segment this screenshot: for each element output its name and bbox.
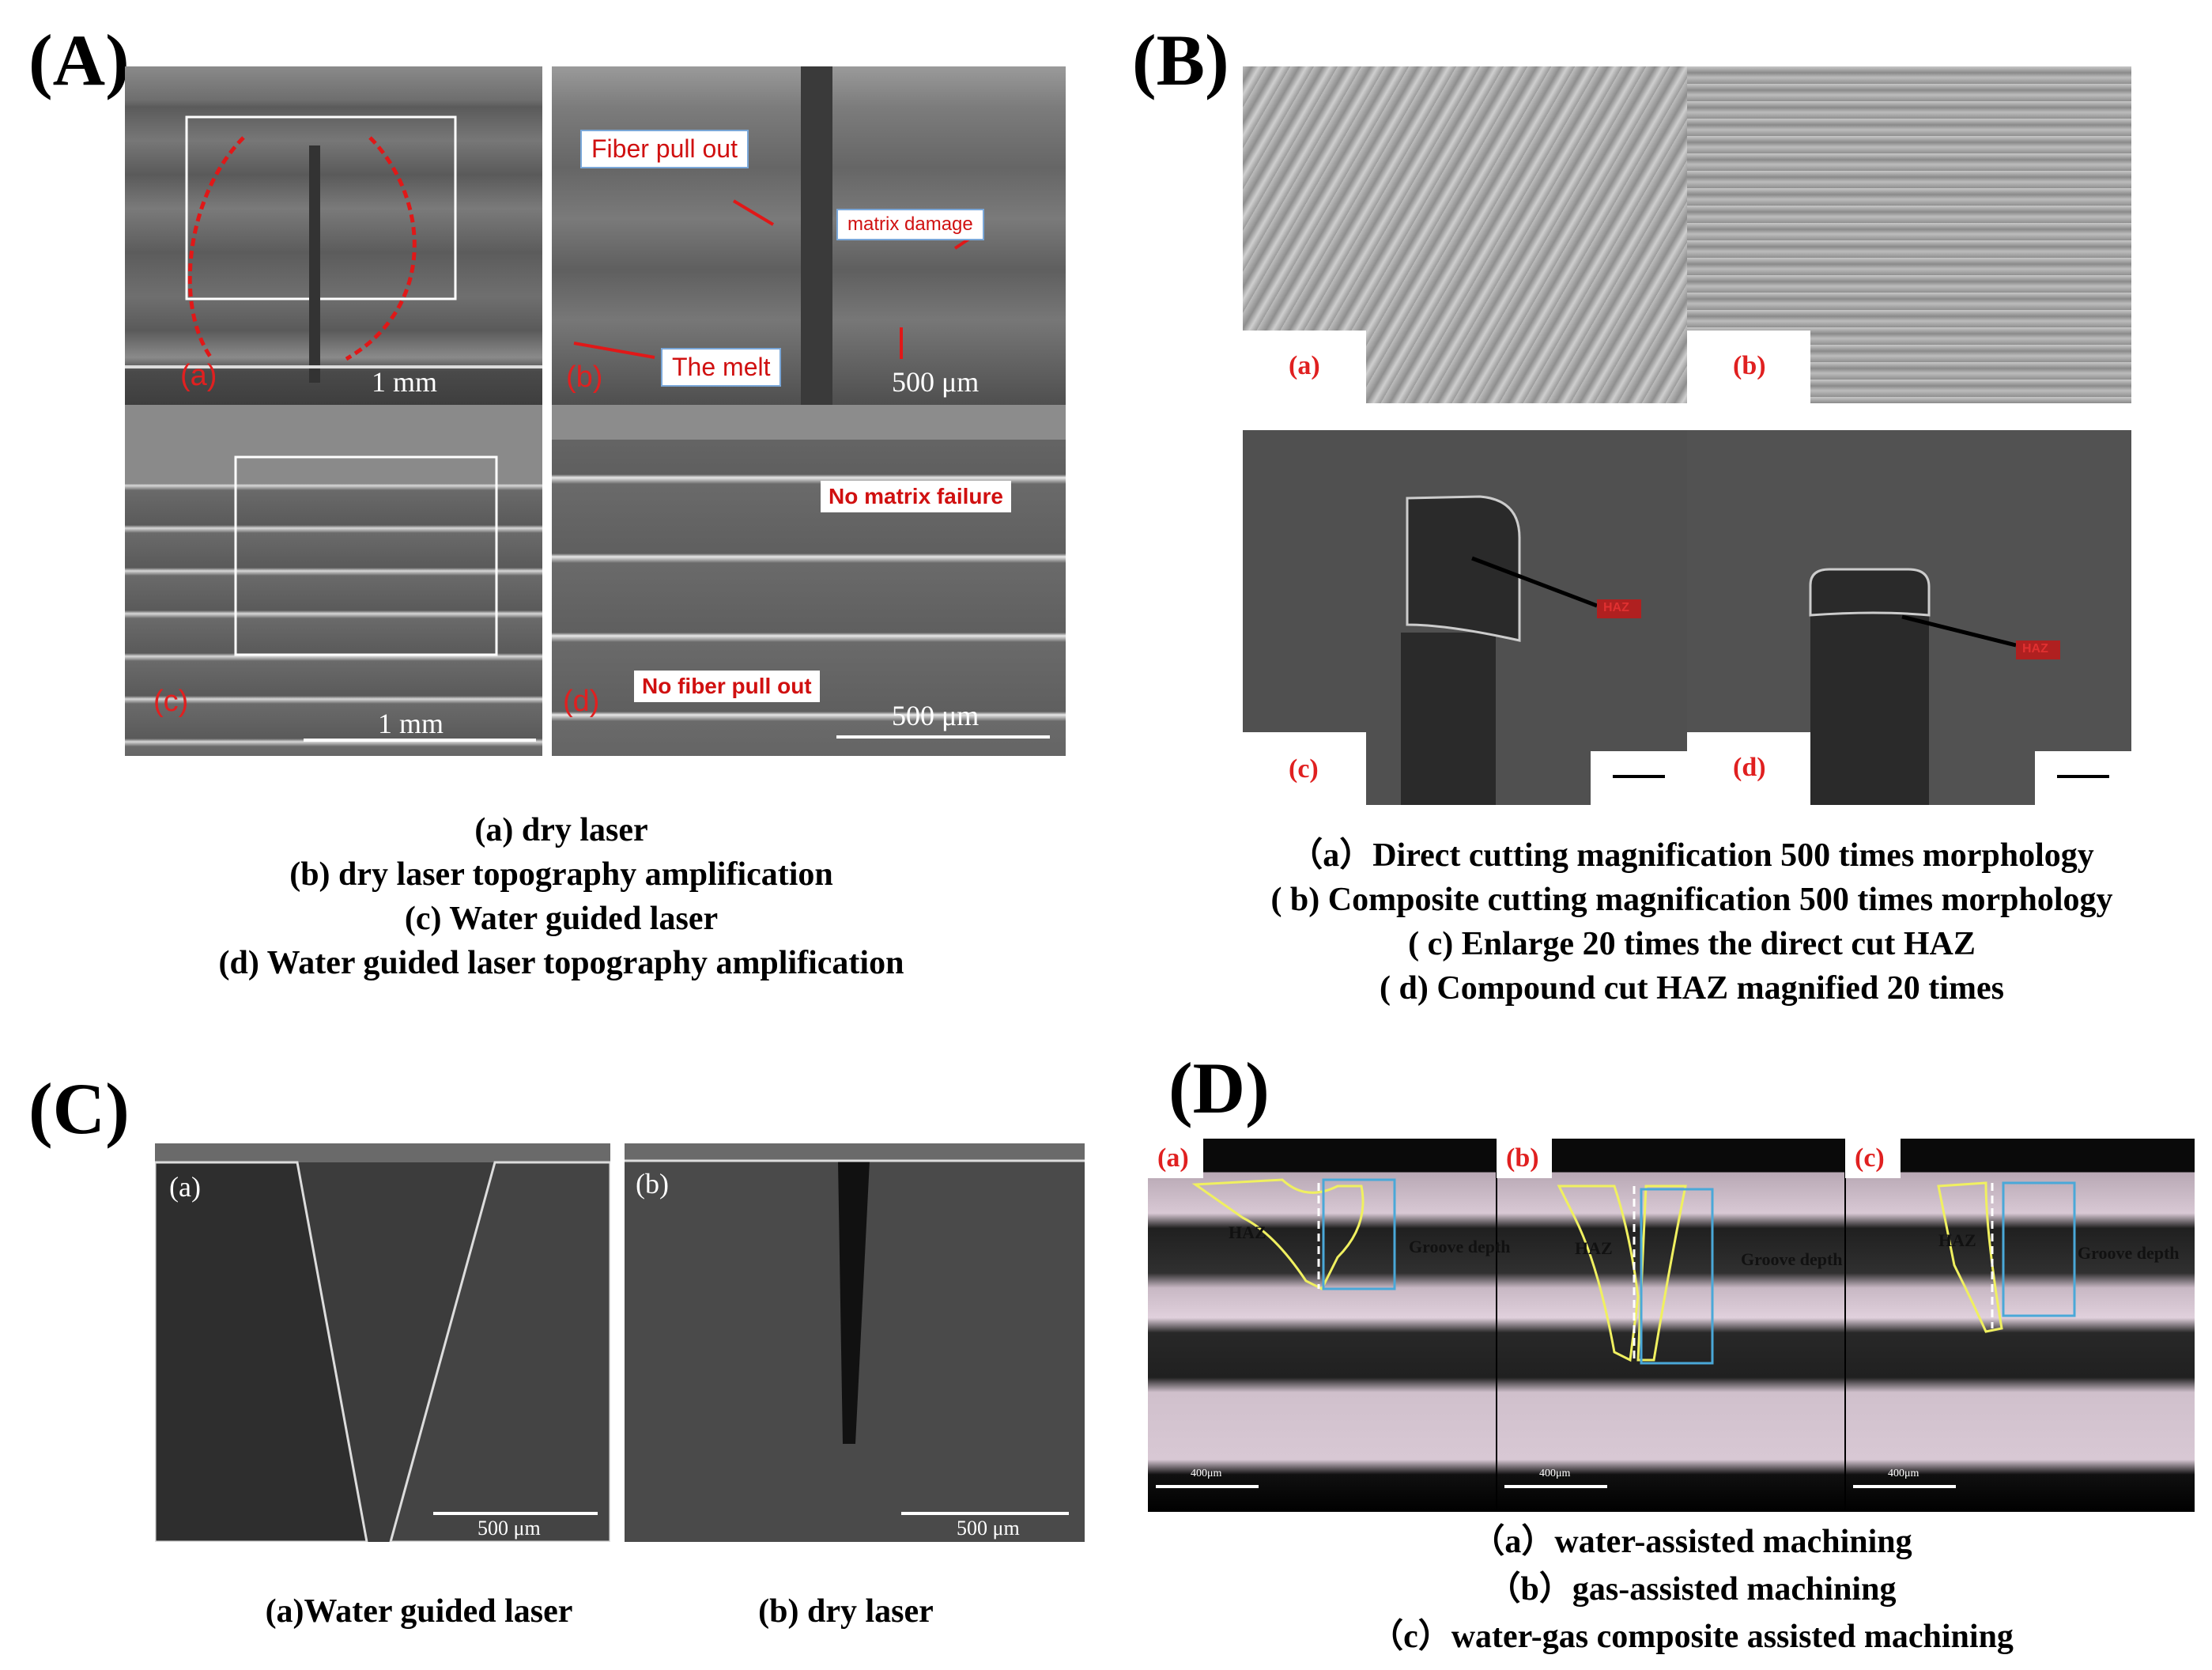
panel-d-label-box-b <box>1497 1139 1552 1178</box>
callout-fiber-pull-out: Fiber pull out <box>580 130 749 168</box>
panel-d-label-b: (b) <box>1506 1143 1539 1173</box>
panel-b-haz-d: HAZ <box>2022 642 2048 656</box>
panel-c-scale-a: 500 μm <box>478 1517 541 1540</box>
panel-b-label-box-a <box>1243 331 1366 403</box>
panel-a-image-c: (c) 1 mm <box>125 405 542 756</box>
panel-d-scale-c: 400μm <box>1888 1468 1919 1479</box>
panel-c-image-a: (a) 500 μm <box>155 1143 610 1542</box>
panel-b-label-c: (c) <box>1289 754 1319 784</box>
panel-d-groove-c: Groove depth <box>2078 1243 2180 1263</box>
panel-b-label-box-d <box>1687 732 1810 805</box>
callout-no-fiber-pull-out: No fiber pull out <box>634 671 820 702</box>
panel-c-scale-b: 500 μm <box>957 1517 1020 1540</box>
panel-b-caption: ( b) Composite cutting magnification 500… <box>1270 882 2113 918</box>
panel-a-caption: (c) Water guided laser <box>404 901 719 937</box>
panel-c-image-b-overlay <box>625 1143 1085 1515</box>
panel-a-letter: (A) <box>28 20 130 100</box>
panel-c-label-a: (a) <box>169 1171 201 1203</box>
panel-a-image-a-overlay <box>125 115 542 383</box>
panel-b-caption: ( c) Enlarge 20 times the direct cut HAZ <box>1408 926 1976 962</box>
panel-b-label-box-b <box>1687 331 1810 403</box>
panel-a-label-c: (c) <box>153 685 189 718</box>
panel-c-label-b: (b) <box>636 1168 669 1200</box>
panel-d-strip: (a) (b) (c) HAZ Groove depth HAZ Groove … <box>1148 1139 2195 1512</box>
panel-b-scalebar-strip-c <box>1243 403 1687 430</box>
panel-d-strip-overlay <box>1156 1139 2076 1512</box>
panel-b-captions: （a）Direct cutting magnification 500 time… <box>1202 833 2182 1011</box>
panel-d-label-box-c <box>1845 1139 1901 1178</box>
panel-d-caption: （c）water-gas composite assisted machinin… <box>1370 1619 2014 1655</box>
panel-d-groove-a: Groove depth <box>1409 1237 1511 1256</box>
panel-b-image-b: (b) <box>1687 66 2131 403</box>
panel-a-image-b-overlay <box>573 66 980 405</box>
panel-c-letter: (C) <box>28 1068 130 1149</box>
panel-a-scale-d: 500 μm <box>892 700 980 731</box>
panel-b-label-a: (a) <box>1289 351 1320 380</box>
panel-d-scale-b: 400μm <box>1539 1468 1571 1479</box>
panel-c-caption-a: (a)Water guided laser <box>265 1593 573 1630</box>
panel-a-image-d: No matrix failure No fiber pull out (d) … <box>552 405 1066 756</box>
callout-no-matrix-failure: No matrix failure <box>821 481 1011 512</box>
panel-d-groove-b: Groove depth <box>1741 1249 1843 1269</box>
panel-d-letter: (D) <box>1168 1048 1270 1128</box>
panel-b-image-d: HAZ (d) <box>1687 403 2131 805</box>
panel-a-scale-a: 1 mm <box>372 366 438 398</box>
panel-a-caption: (a) dry laser <box>474 812 648 848</box>
panel-b-caption: （a）Direct cutting magnification 500 time… <box>1289 837 2094 874</box>
panel-b-letter: (B) <box>1132 20 1229 100</box>
panel-b-scalebar-c <box>1591 751 1687 805</box>
callout-matrix-damage: matrix damage <box>836 209 984 240</box>
panel-d-haz-a: HAZ <box>1229 1222 1266 1242</box>
panel-b-scalebar-strip-d <box>1687 403 2131 430</box>
panel-d-caption: （a）water-assisted machining <box>1471 1524 1912 1560</box>
panel-a-caption: (d) Water guided laser topography amplif… <box>218 945 904 981</box>
panel-a-scale-c: 1 mm <box>378 708 444 739</box>
panel-a-image-b: Fiber pull out matrix damage The melt (b… <box>552 66 1066 405</box>
callout-the-melt: The melt <box>661 348 782 387</box>
panel-b-image-c-overlay <box>1401 495 1641 805</box>
panel-d-haz-b: HAZ <box>1575 1238 1613 1258</box>
panel-c-caption-b: (b) dry laser <box>758 1593 934 1630</box>
panel-b-scalebar-d <box>2035 751 2131 805</box>
panel-b-label-b: (b) <box>1733 351 1766 380</box>
panel-b-caption: ( d) Compound cut HAZ magnified 20 times <box>1380 970 2004 1007</box>
panel-a-caption: (b) dry laser topography amplification <box>289 856 833 893</box>
panel-d-label-c: (c) <box>1855 1143 1885 1173</box>
panel-d-caption: （b）gas-assisted machining <box>1487 1571 1897 1608</box>
panel-d-scale-a: 400μm <box>1191 1468 1222 1479</box>
panel-d-label-a: (a) <box>1157 1143 1189 1173</box>
panel-b-image-d-overlay <box>1809 568 2060 805</box>
panel-d-label-box-a <box>1148 1139 1203 1178</box>
panel-a-label-b: (b) <box>566 361 603 394</box>
panel-a-image-a: (a) 1 mm <box>125 66 542 405</box>
panel-d-haz-c: HAZ <box>1938 1230 1976 1250</box>
panel-b-label-box-c <box>1243 732 1366 805</box>
panel-a-image-c-overlay <box>125 405 542 742</box>
panel-a-captions: (a) dry laser (b) dry laser topography a… <box>95 808 1028 985</box>
panel-c-image-b: (b) 500 μm <box>625 1143 1085 1542</box>
panel-a-label-d: (d) <box>563 685 600 718</box>
panel-b-image-c: HAZ (c) <box>1243 403 1687 805</box>
panel-a-label-a: (a) <box>180 359 217 392</box>
panel-c-image-a-overlay <box>155 1143 610 1542</box>
panel-b-haz-c: HAZ <box>1603 601 1629 614</box>
panel-b-image-a: (a) <box>1243 66 1687 403</box>
panel-a-image-d-overlay <box>552 405 1066 739</box>
panel-d-captions: （a）water-assisted machining （b）gas-assis… <box>1186 1518 2198 1661</box>
panel-a-scale-b: 500 μm <box>892 366 980 398</box>
panel-b-label-d: (d) <box>1733 753 1766 782</box>
